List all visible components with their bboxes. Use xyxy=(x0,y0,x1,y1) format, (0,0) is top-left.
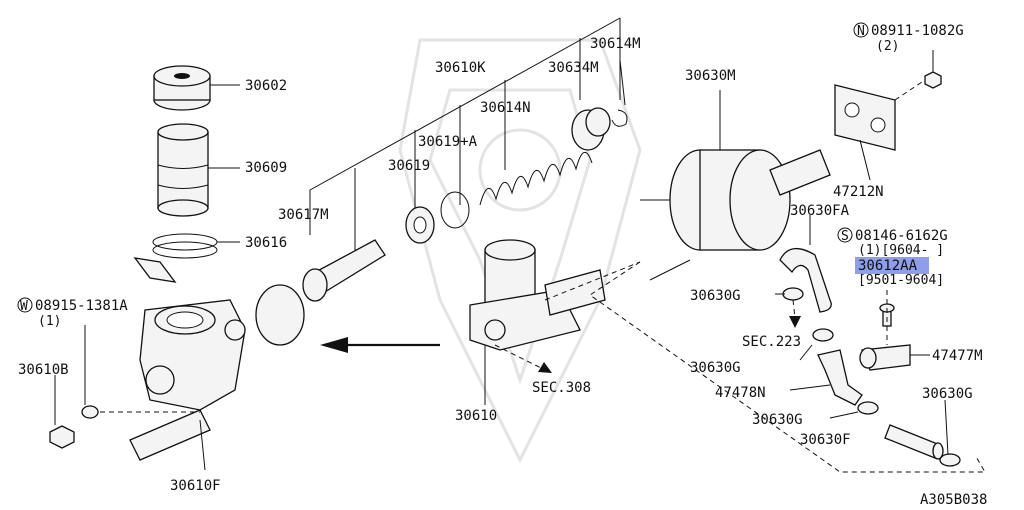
label-30616[interactable]: 30616 xyxy=(245,235,287,251)
label-08146-group: S 08146-6162G (1)[9604- ] xyxy=(837,227,948,258)
label-30630F[interactable]: 30630F xyxy=(800,432,851,448)
part-valve-bracket xyxy=(859,290,930,371)
part-hose-clamp xyxy=(133,233,240,283)
label-30610[interactable]: 30610 xyxy=(455,408,497,424)
label-30619[interactable]: 30619 xyxy=(388,158,430,174)
label-30630FA[interactable]: 30630FA xyxy=(790,203,850,219)
part-hose-clips xyxy=(775,287,961,467)
part-vacuum-hose xyxy=(779,215,832,313)
label-47477M[interactable]: 47477M xyxy=(932,348,983,364)
direction-arrow-left xyxy=(320,337,440,353)
label-30610K[interactable]: 30610K xyxy=(435,60,486,76)
part-boot xyxy=(571,107,611,151)
label-30617M[interactable]: 30617M xyxy=(278,207,329,223)
label-30630M[interactable]: 30630M xyxy=(685,68,736,84)
part-reservoir xyxy=(157,123,240,217)
label-30619A[interactable]: 30619+A xyxy=(418,134,478,150)
label-08911-1082G[interactable]: 08911-1082G xyxy=(871,23,964,39)
label-30630G-a[interactable]: 30630G xyxy=(690,288,741,304)
sec308-arrow xyxy=(494,344,552,373)
label-sec223[interactable]: SEC.223 xyxy=(742,334,801,350)
part-gasket xyxy=(834,84,896,181)
label-30630G-c[interactable]: 30630G xyxy=(752,412,803,428)
label-30614N[interactable]: 30614N xyxy=(480,100,531,116)
label-sec308[interactable]: SEC.308 xyxy=(532,380,591,396)
part-nut-and-washer xyxy=(49,325,200,449)
part-seal xyxy=(405,206,435,244)
badge-08915: W xyxy=(20,299,28,314)
label-30610F[interactable]: 30610F xyxy=(170,478,221,494)
label-30630G-d[interactable]: 30630G xyxy=(922,386,973,402)
part-brake-booster xyxy=(640,90,831,281)
part-return-spring xyxy=(479,152,593,206)
part-piston-assembly xyxy=(302,239,386,302)
part-diaphragm xyxy=(255,284,305,346)
label-08915-1381A[interactable]: 08915-1381A xyxy=(35,298,128,314)
label-08915-group: W 08915-1381A (1) xyxy=(17,297,128,329)
assembly-bracket-lines xyxy=(309,17,621,250)
label-08911-qty: (2) xyxy=(876,39,899,54)
badge-08911: N xyxy=(857,24,865,39)
label-08146-6162G[interactable]: 08146-6162G xyxy=(855,228,948,244)
label-30609[interactable]: 30609 xyxy=(245,160,287,176)
part-nut-08911 xyxy=(894,50,942,101)
label-30612AA-range: [9501-9604] xyxy=(858,273,944,288)
label-30630G-b[interactable]: 30630G xyxy=(690,360,741,376)
label-30612AA[interactable]: 30612AA xyxy=(858,258,918,274)
part-hose-30630F xyxy=(884,424,944,460)
highlight-30612AA xyxy=(855,257,929,274)
connection-dashed-lines xyxy=(544,261,986,473)
label-30634M[interactable]: 30634M xyxy=(548,60,599,76)
part-master-cylinder xyxy=(469,239,606,405)
part-retaining-clip xyxy=(611,59,628,127)
part-check-valve xyxy=(789,349,863,406)
part-master-cylinder-body xyxy=(139,299,246,411)
label-47478N[interactable]: 47478N xyxy=(715,385,766,401)
sec223-arrow xyxy=(789,299,801,328)
label-08146-qty: (1)[9604- ] xyxy=(858,243,944,258)
badge-08146: S xyxy=(841,229,849,244)
part-bracket xyxy=(129,409,211,471)
label-30614M[interactable]: 30614M xyxy=(590,36,641,52)
label-30602[interactable]: 30602 xyxy=(245,78,287,94)
label-30610B[interactable]: 30610B xyxy=(18,362,69,378)
part-snap-ring xyxy=(440,191,470,229)
label-08915-qty: (1) xyxy=(38,314,61,329)
label-08911-group: N 08911-1082G (2) xyxy=(853,22,964,54)
diagram-reference-code: A305B038 xyxy=(920,492,987,508)
label-47212N[interactable]: 47212N xyxy=(833,184,884,200)
part-reservoir-cap xyxy=(153,65,240,111)
